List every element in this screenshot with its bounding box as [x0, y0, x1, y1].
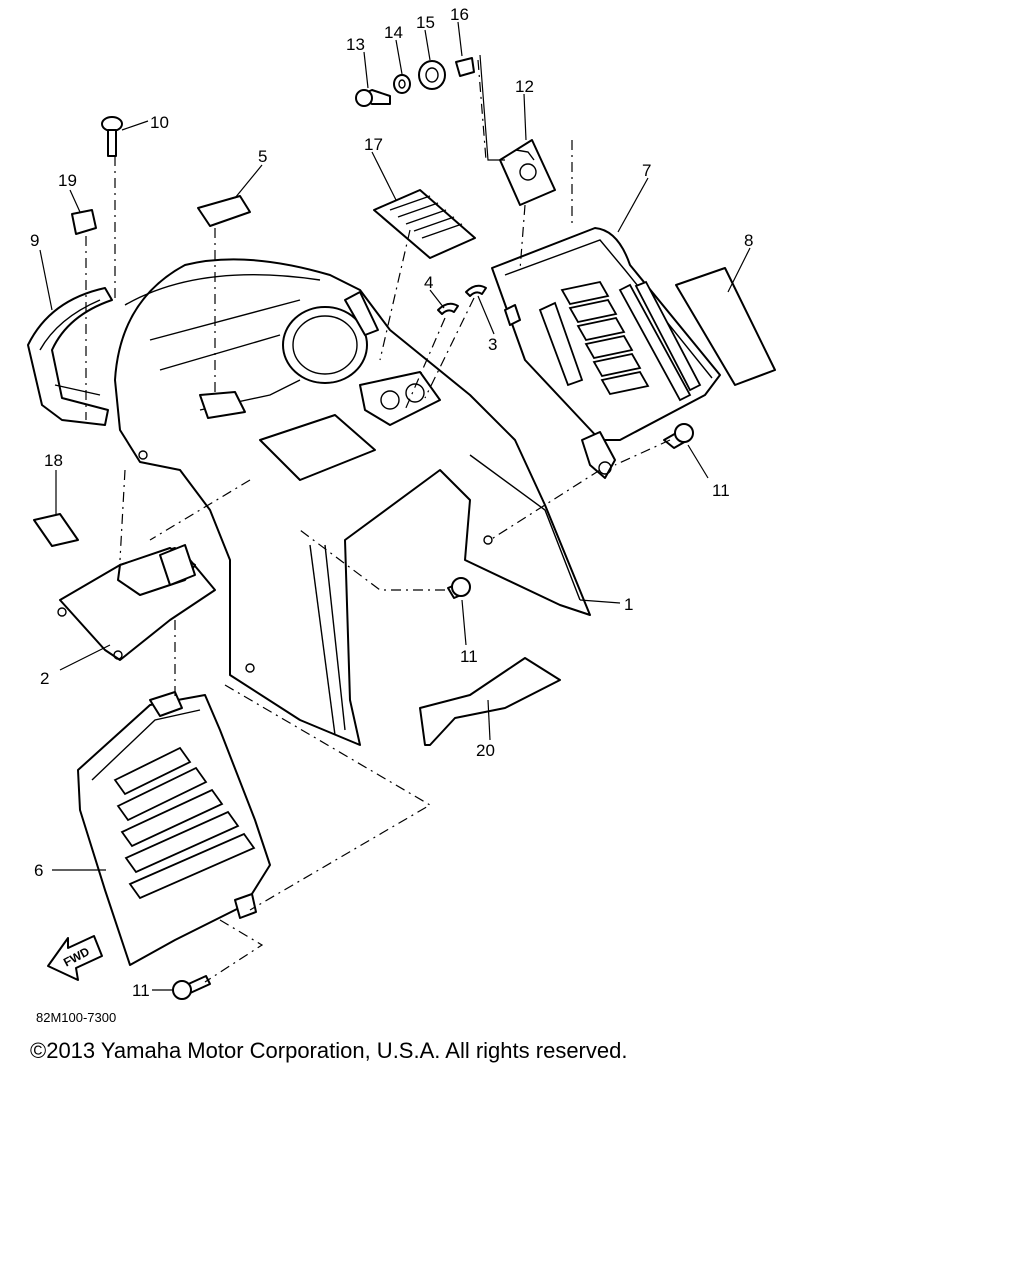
- left-grille-louvres: [113, 746, 256, 900]
- callout-9: 9: [30, 231, 39, 250]
- part-5-cap: [197, 195, 251, 227]
- assembly-lines: [85, 59, 671, 983]
- part-18-label: [33, 513, 79, 547]
- part-9-rear-shield: [27, 287, 113, 426]
- callout-16: 16: [450, 5, 469, 24]
- callout-3: 3: [488, 335, 497, 354]
- part-10-screw: [101, 116, 123, 157]
- copyright-notice: ©2013 Yamaha Motor Corporation, U.S.A. A…: [30, 1038, 628, 1063]
- callout-6: 6: [34, 861, 43, 880]
- callout-11-center: 11: [460, 647, 478, 666]
- callout-2: 2: [40, 669, 49, 688]
- leader-lines: [39, 21, 751, 991]
- part-3-clip: [465, 284, 487, 297]
- parts-exploded-diagram: FWD 13 14 15 16 12 10 5 17 7 19 9 8 4 3 …: [27, 5, 776, 1025]
- part-11-bolt-center: [447, 577, 471, 599]
- part-20-gasket: [419, 657, 561, 746]
- callout-19: 19: [58, 171, 77, 190]
- part-11-bolt-upper: [663, 423, 694, 449]
- callout-13: 13: [346, 35, 365, 54]
- forward-arrow-icon: FWD: [47, 935, 103, 981]
- part-1-main-cover: [114, 258, 591, 746]
- callout-10: 10: [150, 113, 169, 132]
- callout-20: 20: [476, 741, 495, 760]
- part-17-grille-plate: [373, 189, 476, 259]
- part-12-bracket: [499, 139, 556, 206]
- part-2-lower-bracket: [57, 544, 216, 661]
- part-11-bolt-lower: [172, 975, 211, 1000]
- callout-5: 5: [258, 147, 267, 166]
- part-8-seal: [675, 267, 776, 386]
- part-19-plug: [71, 209, 97, 235]
- callout-12: 12: [515, 77, 534, 96]
- callout-11-lower: 11: [132, 981, 150, 1000]
- callouts: 13 14 15 16 12 10 5 17 7 19 9 8 4 3 11 1…: [30, 5, 753, 1000]
- callout-14: 14: [384, 23, 403, 42]
- callout-7: 7: [642, 161, 651, 180]
- callout-17: 17: [364, 135, 383, 154]
- part-7-right-grille: [491, 227, 721, 479]
- drawing-code: 82M100-7300: [36, 1010, 116, 1025]
- callout-4: 4: [424, 273, 433, 292]
- parts-13-16-fastener-stack: [355, 57, 475, 107]
- part-4-clip: [437, 302, 459, 315]
- part-6-left-grille: [77, 691, 271, 966]
- callout-18: 18: [44, 451, 63, 470]
- callout-1: 1: [624, 595, 633, 614]
- callout-11-upper: 11: [712, 481, 730, 500]
- callout-15: 15: [416, 13, 435, 32]
- right-grille-louvres: [560, 280, 650, 396]
- callout-8: 8: [744, 231, 753, 250]
